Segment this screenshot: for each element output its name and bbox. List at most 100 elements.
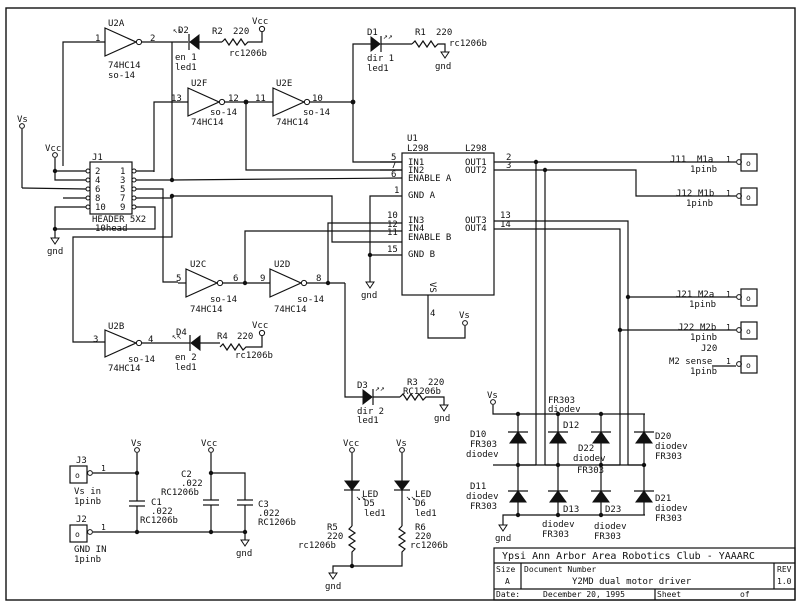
- u2f-ref: U2F: [191, 79, 207, 89]
- c3-pkg: RC1206b: [258, 518, 296, 528]
- u2b-ref: U2B: [108, 322, 124, 332]
- u1-gnd-a: GND A: [408, 191, 436, 201]
- d2-ref: D2: [178, 26, 189, 36]
- svg-text:↖↖: ↖↖: [172, 332, 182, 341]
- connector-j2: o J2 1 GND IN 1pinb: [69, 515, 245, 565]
- vs-label-bridge: Vs: [487, 391, 498, 401]
- d1-ref: D1: [367, 28, 378, 38]
- u1-gnd-b: GND B: [408, 250, 435, 260]
- u1-pin-4: 4: [430, 309, 435, 319]
- date-value: December 20, 1995: [543, 590, 625, 599]
- u1-pin-10: 10: [387, 211, 398, 221]
- d13-part: FR303: [542, 530, 569, 540]
- led-d2: ↖↖ D2 en 1 led1: [173, 26, 222, 73]
- u2b-part: 74HC14: [108, 364, 141, 374]
- svg-text:↖↖: ↖↖: [173, 26, 183, 35]
- j20-name: M2 sense: [669, 357, 712, 367]
- vs-label-j1: Vs: [17, 115, 28, 125]
- svg-text:↘↘: ↘↘: [406, 493, 416, 502]
- u1-pin-1: 1: [394, 186, 399, 196]
- j2-pad: o: [75, 530, 80, 539]
- u2e-pin-in: 11: [255, 94, 266, 104]
- u2e-part: 74HC14: [276, 118, 309, 128]
- u2c-pin-out: 6: [233, 274, 238, 284]
- j20-pkg: 1pinb: [690, 367, 717, 377]
- d23-part: FR303: [594, 532, 621, 542]
- gnd-label-c3: gnd: [236, 549, 252, 559]
- d5-pkg: led1: [364, 509, 386, 519]
- j2-pin: 1: [101, 523, 106, 532]
- u2c-part: 74HC14: [190, 305, 223, 315]
- r1-value: 220: [436, 28, 452, 38]
- u1-pin-13: 13: [500, 211, 511, 221]
- r6-ref: R6: [415, 523, 426, 533]
- c1-value: .022: [151, 507, 173, 517]
- rev-label: REV: [777, 565, 792, 574]
- r5-value: 220: [327, 532, 343, 542]
- c1-pkg: RC1206b: [140, 516, 178, 526]
- c1-ref: C1: [151, 498, 162, 508]
- d23-ref: D23: [605, 505, 621, 515]
- j1-ref: J1: [92, 153, 103, 163]
- d4-pkg: led1: [175, 363, 197, 373]
- c2-pkg: RC1206b: [161, 488, 199, 498]
- u2a-ref: U2A: [108, 19, 125, 29]
- j20-pin: 1: [726, 357, 731, 366]
- d11-ref: D11: [470, 482, 486, 492]
- u1-part: L298: [407, 144, 429, 154]
- c2-ref: C2: [181, 470, 192, 480]
- j22-pkg: 1pinb: [690, 333, 717, 343]
- u2a-part: 74HC14: [108, 61, 141, 71]
- u1-out2: OUT2: [465, 166, 487, 176]
- gnd-label-r5: gnd: [325, 582, 341, 592]
- j11-name: M1a: [697, 155, 713, 165]
- u1-in3: IN3: [408, 216, 424, 226]
- r5-ref: R5: [327, 523, 338, 533]
- u2d-ref: U2D: [274, 260, 290, 270]
- u2d-pkg: so-14: [297, 295, 324, 305]
- c3-ref: C3: [258, 500, 269, 510]
- j1-pin-5: 5: [120, 185, 125, 195]
- u1-pin-11: 11: [387, 228, 398, 238]
- j22-ref: J22: [678, 323, 694, 333]
- connector-j20: J20 M2 sense 1 1pinb o: [669, 344, 758, 377]
- vs-label-u1: Vs: [459, 311, 470, 321]
- j1-pin-7: 7: [120, 194, 125, 204]
- j11-pin: 1: [726, 155, 731, 164]
- u1-enable-a: ENABLE A: [408, 174, 452, 184]
- u1-pin-14: 14: [500, 220, 511, 230]
- inverter-u2f: U2F 13 12 so-14 74HC14: [153, 79, 273, 172]
- d10-part: FR303: [470, 440, 497, 450]
- r2-ref: R2: [212, 27, 223, 37]
- j1-pin-3: 3: [120, 176, 125, 186]
- vcc-label: Vcc: [252, 17, 268, 27]
- u1-pin-6: 6: [391, 170, 396, 180]
- j22-pad: o: [746, 327, 751, 336]
- r1-ref: R1: [415, 28, 426, 38]
- j3-pad: o: [75, 471, 80, 480]
- gnd-label: gnd: [435, 62, 451, 72]
- u1-in1: IN1: [408, 158, 424, 168]
- gnd-label-j1: gnd: [47, 247, 63, 257]
- r4-ref: R4: [217, 332, 228, 342]
- u2a-pin-out: 2: [150, 34, 155, 44]
- u1-pin-2: 2: [506, 153, 511, 163]
- u1-pin-12: 12: [387, 220, 398, 230]
- svg-text:↗↗: ↗↗: [383, 32, 393, 41]
- u2c-pin-in: 5: [176, 274, 181, 284]
- u1-pin-3: 3: [506, 161, 511, 171]
- d12-ref: D12: [563, 421, 579, 431]
- connector-j22: J22 M2b 1 1pinb o: [678, 321, 758, 343]
- d20-ref: D20: [655, 432, 671, 442]
- inverter-u2a: U2A 1 2 74HC14 so-14: [62, 19, 188, 166]
- vcc-label-r4: Vcc: [252, 321, 268, 331]
- j21-pin: 1: [726, 290, 731, 299]
- r2-value: 220: [233, 27, 249, 37]
- d11-pkg: diodev: [466, 492, 499, 502]
- c3-value: .022: [258, 509, 280, 519]
- u1-ref: U1: [407, 134, 418, 144]
- u2b-pin-out: 4: [148, 335, 153, 345]
- d4-ref: D4: [176, 328, 187, 338]
- d21-part: FR303: [655, 514, 682, 524]
- r5-pkg: rc1206b: [298, 541, 336, 551]
